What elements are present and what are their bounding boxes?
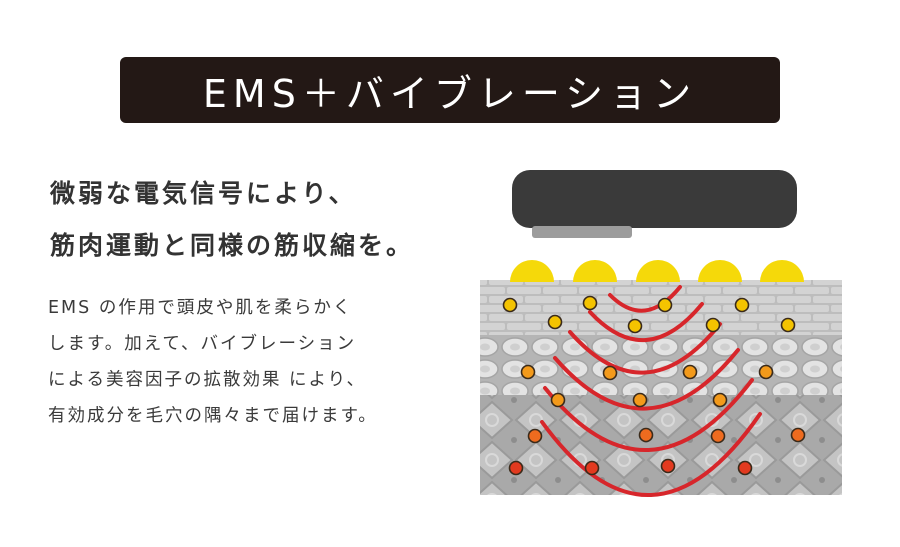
vibration-wave-4 xyxy=(553,348,740,411)
ingredient-dot xyxy=(712,392,728,408)
dermis-layer xyxy=(480,335,842,395)
ems-illustration xyxy=(470,160,850,500)
device-body xyxy=(512,170,797,228)
title-text: EMS＋バイブレーション xyxy=(202,71,698,116)
subcutaneous-layer xyxy=(480,395,842,495)
ingredient-dot xyxy=(705,317,721,333)
ingredient-dot xyxy=(508,460,524,476)
description-line-3: による美容因子の拡散効果 により、 xyxy=(48,370,366,390)
vibration-wave-6 xyxy=(540,412,762,497)
ingredient-dot xyxy=(710,428,726,444)
ingredient-dot xyxy=(780,317,796,333)
ingredient-dot xyxy=(632,392,648,408)
ingredient-dot xyxy=(682,364,698,380)
ingredient-dot xyxy=(657,297,673,313)
ingredient-dot xyxy=(550,392,566,408)
skin-layers-diagram xyxy=(480,170,842,497)
ingredient-dot xyxy=(734,297,750,313)
ingredient-dot xyxy=(584,460,600,476)
ingredient-dot xyxy=(527,428,543,444)
ingredient-dot xyxy=(520,364,536,380)
headline-line-2: 筋肉運動と同様の筋収縮を。 xyxy=(50,231,415,260)
ingredient-dot xyxy=(737,460,753,476)
ingredient-dot xyxy=(790,427,806,443)
headline: 微弱な電気信号により、 筋肉運動と同様の筋収縮を。 xyxy=(50,168,480,272)
electrode-3 xyxy=(636,260,680,282)
ingredient-dot xyxy=(638,427,654,443)
ingredient-dot xyxy=(660,458,676,474)
ingredient-dot xyxy=(627,318,643,334)
ingredient-dot xyxy=(758,364,774,380)
electrode-1 xyxy=(510,260,554,282)
ingredient-dot xyxy=(502,297,518,313)
description-line-2: します。加えて、バイブレーション xyxy=(48,334,357,354)
vibration-wave-1 xyxy=(608,285,682,313)
title-banner: EMS＋バイブレーション xyxy=(120,57,780,123)
description-line-1: EMS の作用で頭皮や肌を柔らかく xyxy=(48,298,353,318)
vibration-wave-3 xyxy=(568,322,722,375)
electrode-4 xyxy=(698,260,742,282)
ingredient-dot xyxy=(582,295,598,311)
description-line-4: 有効成分を毛穴の隅々まで届けます。 xyxy=(48,406,378,426)
electrode-5 xyxy=(760,260,804,282)
description: EMS の作用で頭皮や肌を柔らかく します。加えて、バイブレーション による美容… xyxy=(48,290,468,434)
ingredient-dot xyxy=(547,314,563,330)
electrode-2 xyxy=(573,260,617,282)
headline-line-1: 微弱な電気信号により、 xyxy=(50,179,357,208)
device-tip xyxy=(532,226,632,238)
ingredient-dot xyxy=(602,365,618,381)
vibration-wave-2 xyxy=(588,302,704,343)
vibration-wave-5 xyxy=(543,378,754,452)
